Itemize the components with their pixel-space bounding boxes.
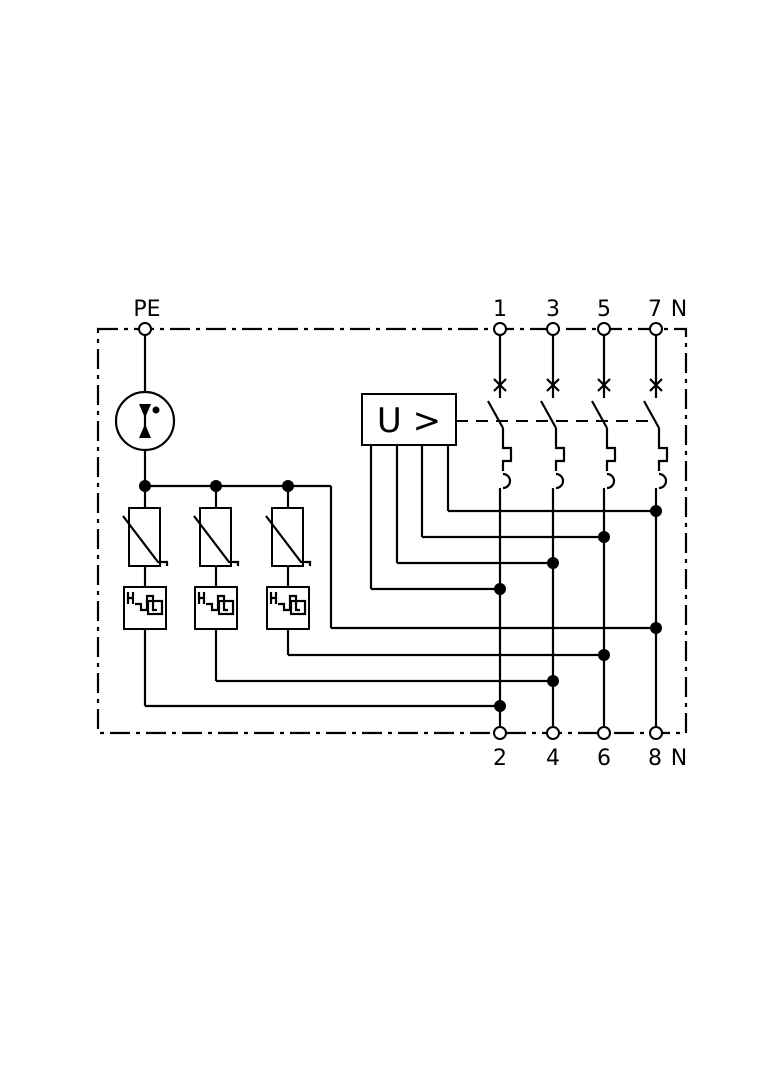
junction-dot [494,583,506,595]
terminal-label-3: 3 [546,297,560,322]
undervoltage-relay: U > [361,393,656,591]
terminal-pe [138,322,152,336]
terminal-label-8: 8 [648,746,662,771]
terminal-label-4: 4 [546,746,560,771]
terminal-4 [546,726,560,740]
terminal-label-6: 6 [597,746,611,771]
terminal-6 [597,726,611,740]
terminal-label-5: 5 [597,297,611,322]
terminal-1 [493,322,507,336]
varistor-3 [265,486,604,657]
junction-dot [650,622,662,634]
terminal-5 [597,322,611,336]
junction-dot [547,675,559,687]
junction-dot [598,531,610,543]
terminal-label-1: 1 [493,297,507,322]
terminal-label-7: 7 [648,297,662,322]
pole-1 [487,335,513,726]
varistor-2 [193,486,553,683]
terminal-3 [546,322,560,336]
junction-dot [547,557,559,569]
terminal-2 [493,726,507,740]
terminal-label-n-top: N [671,297,687,322]
pole-3 [591,335,617,726]
terminal-8 [649,726,663,740]
pole-2 [540,335,566,726]
pole-4 [643,335,669,726]
junction-dot [598,649,610,661]
spark-gap [114,335,176,486]
enclosure-frame [96,327,688,735]
terminal-label-n-bottom: N [671,746,687,771]
relay-label: U > [377,401,441,441]
varistor-1 [122,486,500,708]
terminal-label-pe: PE [133,297,160,322]
terminal-label-2: 2 [493,746,507,771]
junction-dot [650,505,662,517]
terminal-7 [649,322,663,336]
junction-dot [494,700,506,712]
